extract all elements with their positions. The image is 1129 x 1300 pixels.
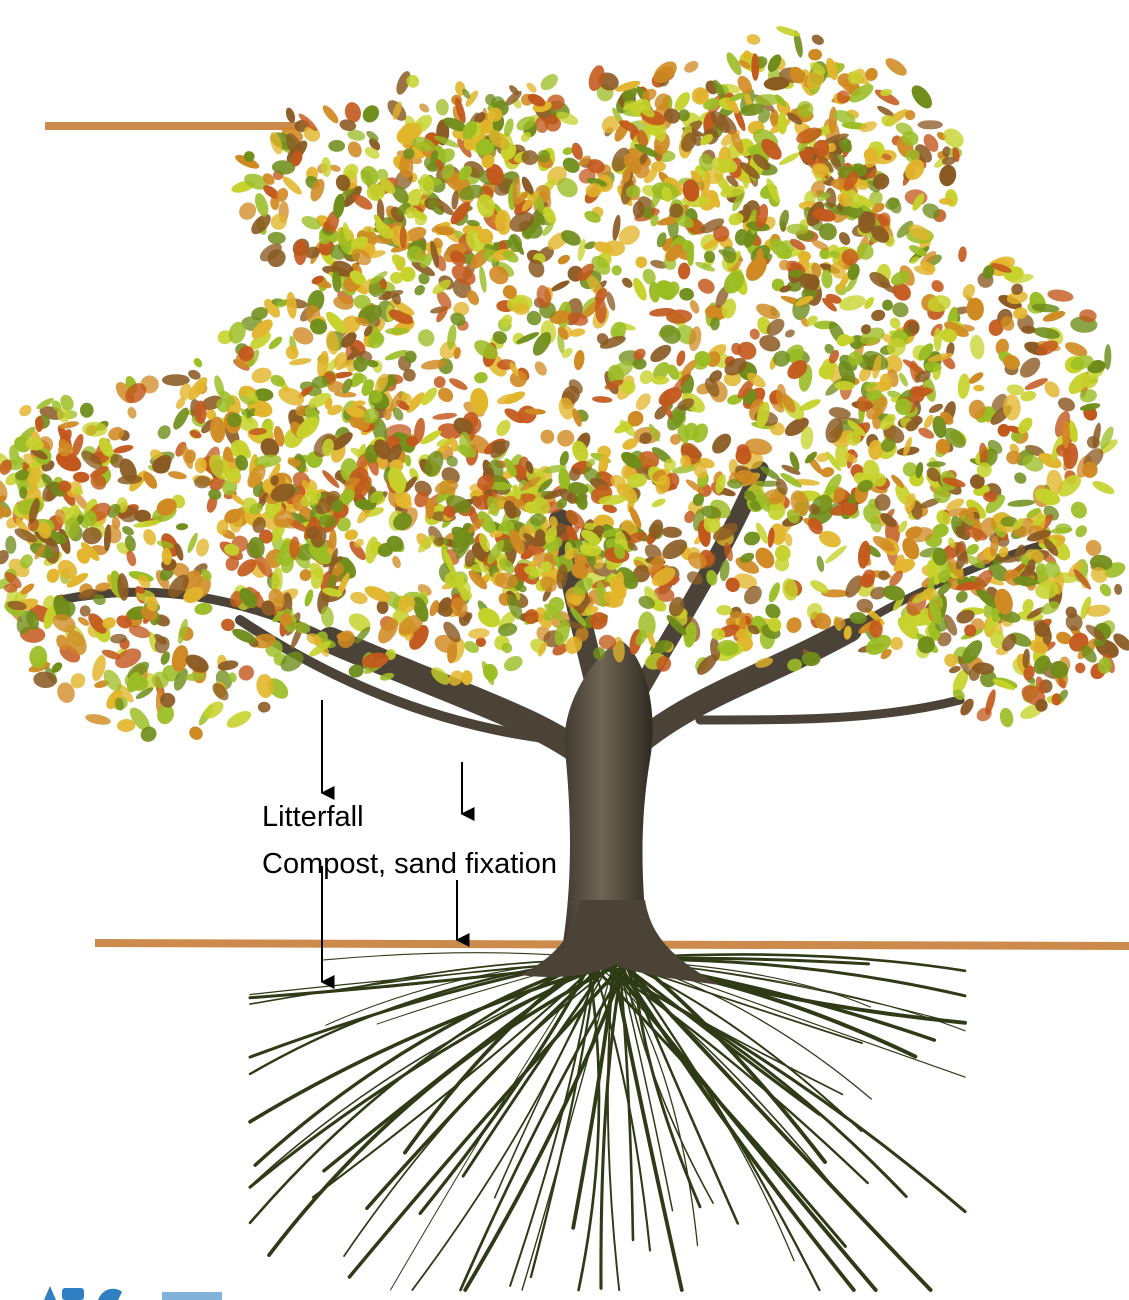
logo-fragment — [42, 1282, 242, 1300]
tree-canopy — [0, 24, 1129, 745]
litterfall-label: Litterfall — [262, 803, 364, 832]
arrows — [322, 700, 462, 982]
roots-illustration — [250, 953, 965, 1290]
compost-label: Compost, sand fixation — [262, 850, 557, 879]
